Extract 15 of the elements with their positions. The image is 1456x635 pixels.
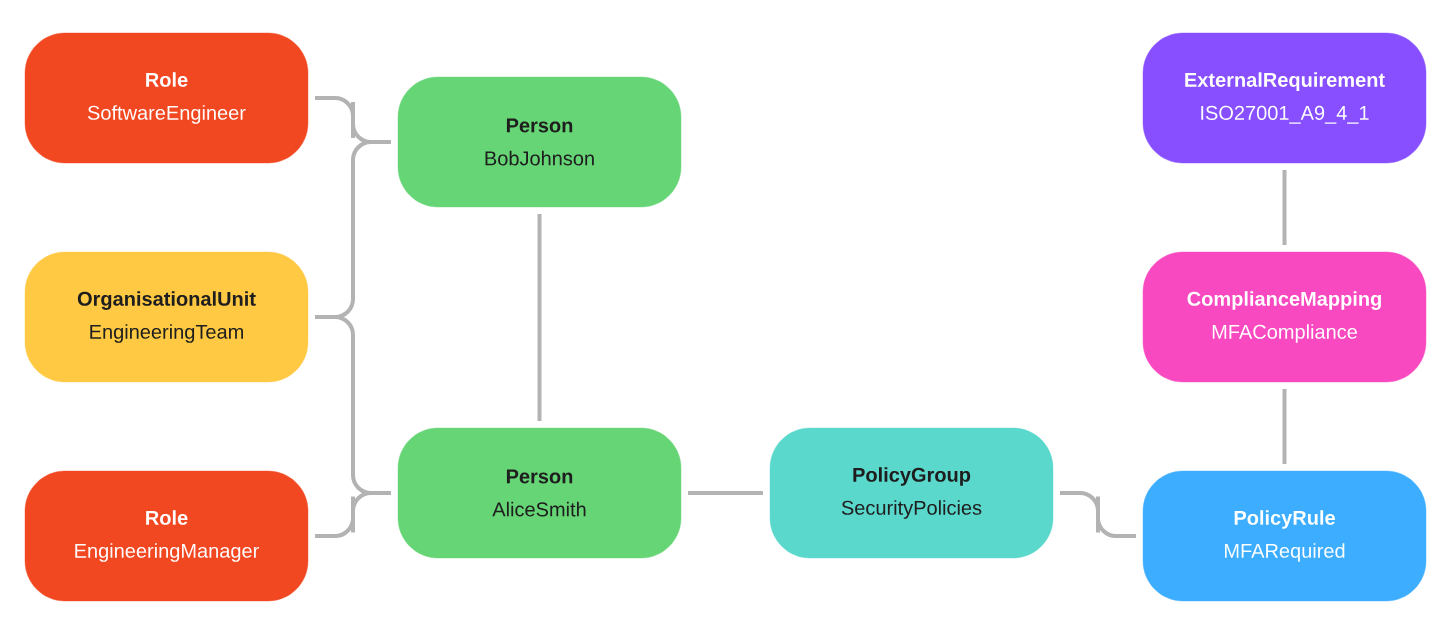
entity-box: ExternalRequirement ISO27001_A9_4_1 — [1142, 32, 1427, 164]
entity-box: Person BobJohnson — [397, 76, 682, 208]
entity-box: Person AliceSmith — [397, 427, 682, 559]
entity-box: OrganisationalUnit EngineeringTeam — [24, 251, 309, 383]
connector-line — [1060, 491, 1136, 538]
entity-box: ComplianceMapping MFACompliance — [1142, 251, 1427, 383]
entity-box: PolicyGroup SecurityPolicies — [769, 427, 1054, 559]
entity-box: PolicyRule MFARequired — [1142, 470, 1427, 602]
connector-line — [1282, 389, 1287, 464]
connector-line — [537, 214, 542, 421]
entity-box: Role SoftwareEngineer — [24, 32, 309, 164]
connector-line — [1282, 170, 1287, 245]
connector-line — [688, 491, 763, 495]
connector-line — [315, 491, 391, 538]
entity-box: Role EngineeringManager — [24, 470, 309, 602]
